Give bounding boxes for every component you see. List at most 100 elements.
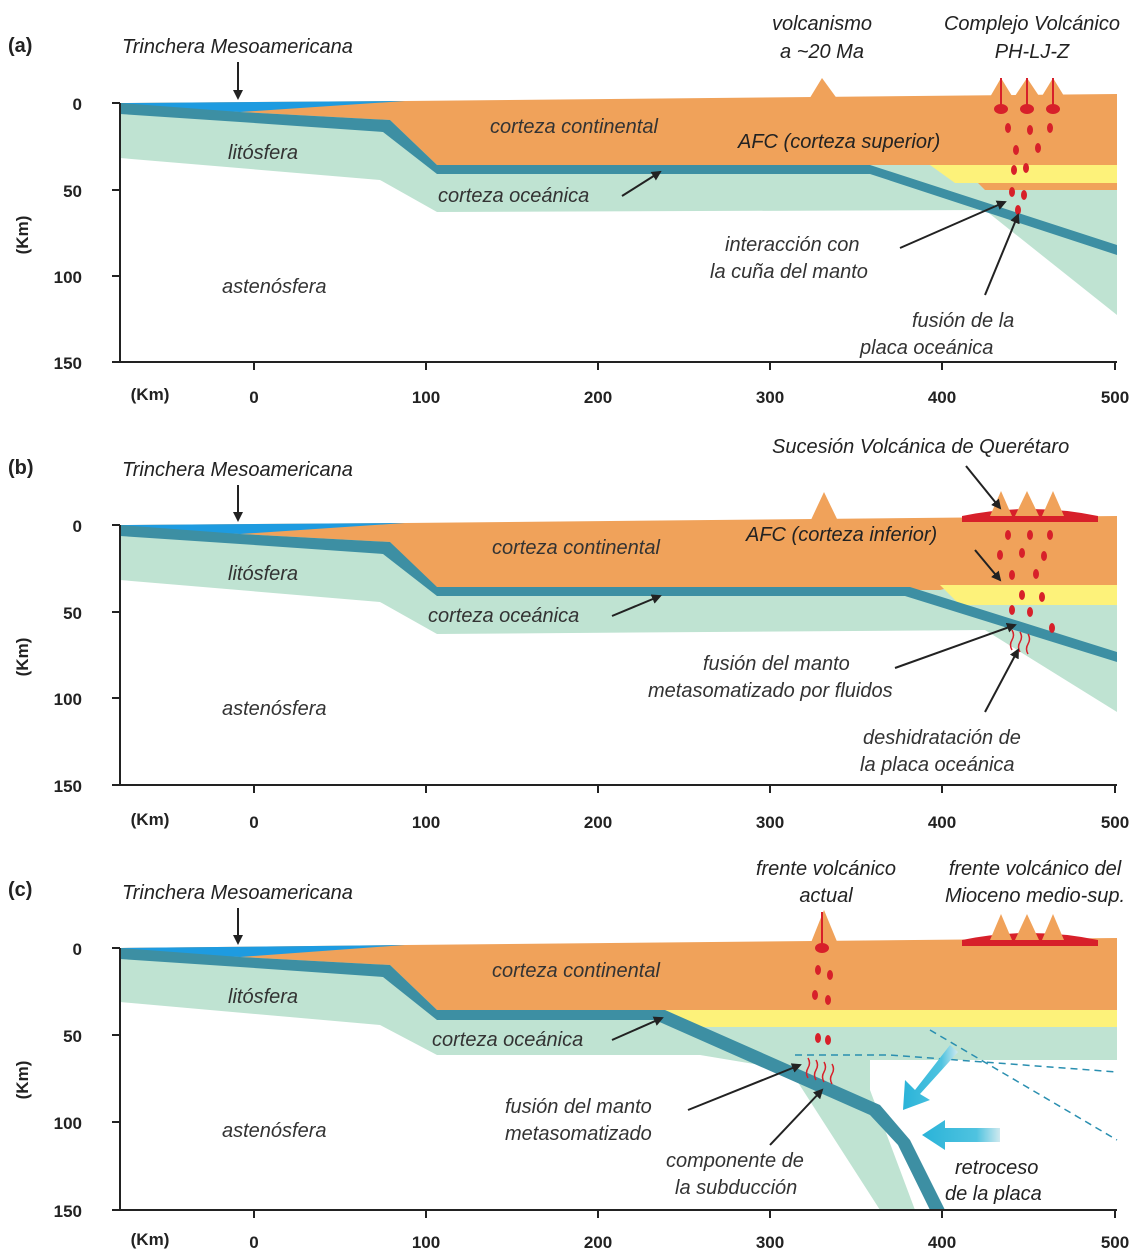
oceanic-crust-arrow: [611, 594, 662, 617]
subduction-arrow: [769, 1088, 824, 1146]
succession-label: Sucesión Volcánica de Querétaro: [772, 436, 1069, 458]
miocene-front-label: frente volcánico del: [949, 858, 1122, 880]
asthenosphere-label: astenósfera: [222, 276, 327, 298]
mantle-melting-label: metasomatizado por fluidos: [648, 680, 893, 702]
lower-crust: [940, 585, 1117, 605]
rollback-label: retroceso: [955, 1157, 1038, 1179]
miocene-front-label: Mioceno medio-sup.: [945, 885, 1125, 907]
slab-melting-arrow: [984, 213, 1020, 296]
panel-label: (a): [8, 35, 32, 57]
volcano-cone: [990, 914, 1012, 940]
afc-label: AFC (corteza inferior): [745, 524, 937, 546]
y-axis-unit: (Km): [13, 638, 32, 677]
x-tick: 0: [249, 1233, 258, 1252]
x-tick: 300: [756, 1233, 784, 1252]
rollback-arrow: [903, 1045, 1000, 1150]
x-tick: 500: [1101, 1233, 1129, 1252]
volcano-cone: [1015, 491, 1039, 516]
volcano-cone: [1042, 491, 1064, 516]
panel-b: (b): [8, 436, 1129, 832]
asthenosphere-label: astenósfera: [222, 698, 327, 720]
lower-crust: [930, 165, 1117, 183]
volcanic-complex-label: PH-LJ-Z: [995, 41, 1070, 63]
trench-label: Trinchera Mesoamericana: [122, 459, 353, 481]
current-front-label: frente volcánico: [756, 858, 896, 880]
continental-crust: [120, 94, 1117, 190]
y-tick: 50: [63, 182, 82, 201]
lithosphere-label: litósfera: [228, 142, 298, 164]
volcanism-label: volcanismo: [772, 13, 872, 35]
y-tick: 100: [54, 1114, 82, 1133]
oceanic-crust-arrow: [611, 1016, 664, 1041]
slab-melting-label: fusión de la: [912, 310, 1014, 332]
magma-drops: [994, 78, 1060, 215]
mantle-melting-arrow: [687, 1063, 802, 1111]
volcano-cone: [1042, 914, 1064, 940]
x-tick: 500: [1101, 813, 1129, 832]
volcano-cone: [990, 491, 1012, 516]
volcanic-complex-label: Complejo Volcánico: [944, 13, 1120, 35]
x-tick: 0: [249, 813, 258, 832]
x-tick: 400: [928, 1233, 956, 1252]
y-tick: 150: [54, 354, 82, 373]
volcano-cone: [810, 910, 838, 945]
afc-label: AFC (corteza superior): [737, 131, 940, 153]
subduction-label: componente de: [666, 1150, 804, 1172]
x-tick: 300: [756, 813, 784, 832]
y-tick: 0: [73, 95, 82, 114]
x-tick: 400: [928, 388, 956, 407]
dehydration-label: deshidratación de: [863, 727, 1021, 749]
slab-melting-label: placa oceánica: [859, 337, 993, 359]
volcano-cone: [808, 78, 838, 101]
y-tick: 0: [73, 517, 82, 536]
continental-crust-label: corteza continental: [492, 537, 660, 559]
y-tick: 0: [73, 940, 82, 959]
continental-crust: [120, 938, 1117, 1010]
axes: [112, 524, 1117, 793]
oceanic-crust-arrow: [621, 170, 662, 197]
y-tick: 150: [54, 777, 82, 796]
subduction-label: la subducción: [675, 1177, 797, 1199]
current-front-label: actual: [799, 885, 853, 907]
x-tick: 200: [584, 388, 612, 407]
interaction-arrow: [899, 200, 1007, 249]
y-tick: 100: [54, 268, 82, 287]
afc-arrow: [974, 549, 1002, 582]
mantle-melting-arrow: [894, 622, 1017, 669]
x-tick: 300: [756, 388, 784, 407]
mantle-melting-label: metasomatizado: [505, 1123, 652, 1145]
mantle-melting-label: fusión del manto: [505, 1096, 652, 1118]
axes: [112, 102, 1117, 370]
lithosphere-band: [120, 532, 1117, 712]
former-slab-line: [795, 1054, 1118, 1073]
volcano-cone: [810, 492, 838, 522]
former-slab-line: [929, 1029, 1118, 1141]
rollback-label: de la placa: [945, 1183, 1042, 1205]
panel-label: (c): [8, 879, 32, 901]
succession-arrow: [965, 465, 1002, 510]
x-axis-unit: (Km): [131, 385, 170, 404]
lower-crust: [665, 1010, 1117, 1027]
y-axis-unit: (Km): [13, 1061, 32, 1100]
axes: [112, 947, 1117, 1218]
oceanic-crust: [120, 103, 1117, 255]
x-tick: 100: [412, 813, 440, 832]
panel-a: (a): [8, 13, 1129, 407]
x-tick: 200: [584, 813, 612, 832]
continental-crust-label: corteza continental: [492, 960, 660, 982]
x-axis-unit: (Km): [131, 1230, 170, 1249]
x-tick: 400: [928, 813, 956, 832]
lithosphere-label: litósfera: [228, 986, 298, 1008]
y-axis-unit: (Km): [13, 216, 32, 255]
x-tick: 0: [249, 388, 258, 407]
dehydration-arrow: [984, 648, 1019, 713]
x-tick: 100: [412, 388, 440, 407]
fluid-wiggles: [805, 1057, 835, 1085]
y-tick: 50: [63, 1027, 82, 1046]
magma-drops: [997, 530, 1055, 633]
asthenosphere-label: astenósfera: [222, 1120, 327, 1142]
continental-crust: [120, 516, 1117, 590]
trench-label: Trinchera Mesoamericana: [122, 882, 353, 904]
y-tick: 100: [54, 690, 82, 709]
